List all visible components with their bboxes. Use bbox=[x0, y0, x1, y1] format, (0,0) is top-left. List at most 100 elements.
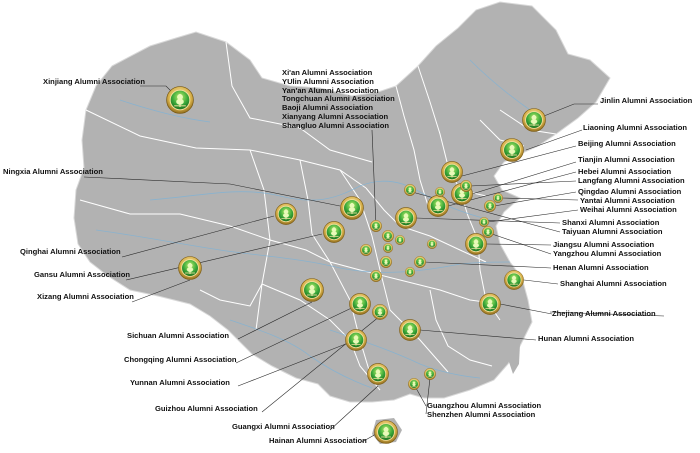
badge-s6-icon bbox=[383, 243, 393, 253]
badge-qinghai-icon bbox=[275, 203, 297, 225]
leader-jiangsu bbox=[485, 243, 552, 246]
badge-s5-icon bbox=[370, 270, 382, 282]
badge-sichuan-icon bbox=[300, 278, 324, 302]
badge-shanxi-icon bbox=[395, 207, 417, 229]
leader-hainan bbox=[361, 433, 377, 443]
badge-hunan-icon bbox=[399, 319, 421, 341]
label-shangluo: Shangluo Alumni Association bbox=[282, 120, 390, 130]
label-yangzhou: Yangzhou Alumni Association bbox=[553, 249, 662, 258]
label-henan: Henan Alumni Association bbox=[553, 263, 649, 272]
badge-s3-icon bbox=[360, 244, 372, 256]
badge-s8-icon bbox=[427, 239, 437, 249]
leader-gansu bbox=[125, 233, 323, 281]
leader-henan bbox=[423, 261, 552, 269]
leader-xizang bbox=[131, 279, 191, 303]
badge-jinlin-icon bbox=[522, 108, 546, 132]
label-jinlin: Jinlin Alumni Association bbox=[600, 96, 693, 105]
label-langfang: Langfang Alumni Association bbox=[578, 176, 685, 185]
label-guangxi: Guangxi Alumni Association bbox=[232, 422, 335, 431]
badge-chongqing-icon bbox=[349, 293, 371, 315]
badge-yangzhou-icon bbox=[482, 226, 494, 238]
leader-beijing bbox=[461, 145, 577, 177]
leader-jinlin bbox=[533, 103, 598, 121]
badge-taiyuan-icon bbox=[404, 184, 416, 196]
badge-guangzhou-icon bbox=[408, 378, 420, 390]
label-tongchuan: Tongchuan Alumni Association bbox=[282, 94, 395, 104]
leader-weihai bbox=[487, 209, 579, 223]
badge-gansu-icon bbox=[323, 221, 345, 243]
badge-yunnan-icon bbox=[345, 329, 367, 351]
badge-guizhou-icon bbox=[372, 304, 388, 320]
label-xianyang: Xianyang Alumni Association bbox=[282, 111, 389, 121]
label-yulin: YUlin Alumni Association bbox=[282, 76, 374, 86]
label-ningxia: Ningxia Alumni Association bbox=[3, 167, 103, 176]
badge-shanghai-icon bbox=[504, 270, 524, 290]
leader-yantai bbox=[501, 197, 579, 201]
leader-qinghai bbox=[121, 215, 275, 258]
taiwan-island bbox=[509, 336, 520, 374]
badge-xinjiang-icon bbox=[166, 86, 194, 114]
badge-shenzhen-icon bbox=[424, 368, 436, 380]
label-shaanxi-group: Xi'an Alumni Association YUlin Alumni As… bbox=[282, 68, 395, 131]
badge-hainan-icon bbox=[374, 420, 398, 444]
label-shanghai: Shanghai Alumni Association bbox=[560, 279, 667, 288]
badge-weihai-icon bbox=[479, 217, 489, 227]
label-liaoning: Liaoning Alumni Association bbox=[583, 123, 688, 132]
badge-s1-icon bbox=[370, 220, 382, 232]
badge-s2-icon bbox=[382, 230, 394, 242]
label-beijing: Beijing Alumni Association bbox=[578, 139, 676, 148]
badge-guangxi-icon bbox=[367, 363, 389, 385]
label-weihai: Weihai Alumni Association bbox=[580, 205, 677, 214]
badge-qingdao-icon bbox=[484, 200, 496, 212]
badge-yantai-icon bbox=[493, 193, 503, 203]
badge-liaoning-icon bbox=[500, 138, 524, 162]
badge-beijing-icon bbox=[441, 161, 463, 183]
label-xinjiang: Xinjiang Alumni Association bbox=[43, 77, 145, 86]
badge-zhejiang-icon bbox=[479, 293, 501, 315]
label-zhejiang: Zhejiang Alumni Association bbox=[552, 309, 656, 318]
leader-yunnan bbox=[237, 339, 357, 387]
leader-hunan bbox=[419, 329, 537, 341]
label-xian: Xi'an Alumni Association bbox=[282, 68, 373, 77]
leader-ningxia bbox=[83, 176, 341, 207]
label-guangzhou: Guangzhou Alumni Association bbox=[427, 401, 542, 410]
leader-chongqing bbox=[235, 303, 361, 364]
label-chongqing: Chongqing Alumni Association bbox=[124, 355, 237, 364]
label-gansu: Gansu Alumni Association bbox=[34, 270, 131, 279]
label-hunan: Hunan Alumni Association bbox=[538, 334, 635, 343]
label-sichuan: Sichuan Alumni Association bbox=[127, 331, 229, 340]
leader-tianjin bbox=[471, 161, 577, 195]
badge-s9-icon bbox=[435, 187, 445, 197]
label-baoji: Baoji Alumni Association bbox=[282, 103, 373, 113]
leader-yangzhou bbox=[491, 233, 552, 255]
label-yanan: Yan'an Alumni Association bbox=[282, 85, 379, 95]
label-yunnan: Yunnan Alumni Association bbox=[130, 378, 230, 387]
leader-shenzhen bbox=[425, 377, 431, 415]
badge-s4-icon bbox=[380, 256, 392, 268]
badge-langfang-icon bbox=[460, 180, 472, 192]
leader-sichuan bbox=[237, 301, 313, 340]
label-qinghai: Qinghai Alumni Association bbox=[20, 247, 121, 256]
badge-ningxia-icon bbox=[340, 196, 364, 220]
leader-shaanxi bbox=[371, 129, 377, 227]
label-tianjin: Tianjin Alumni Association bbox=[578, 155, 675, 164]
label-hebei: Hebei Alumni Association bbox=[578, 167, 672, 176]
label-jiangsu: Jiangsu Alumni Association bbox=[553, 240, 655, 249]
badge-jiangsu-icon bbox=[465, 233, 487, 255]
leader-zhejiang bbox=[549, 311, 665, 317]
leader-langfang bbox=[469, 180, 577, 187]
badge-s7-icon bbox=[395, 235, 405, 245]
leader-zhejiang2 bbox=[499, 303, 553, 315]
leader-shanghai bbox=[523, 279, 559, 285]
label-xizang: Xizang Alumni Association bbox=[37, 292, 134, 301]
badge-henan-icon bbox=[414, 256, 426, 268]
label-hainan: Hainan Alumni Association bbox=[269, 436, 367, 445]
label-yantai: Yantai Alumni Association bbox=[580, 196, 675, 205]
badge-xizang-icon bbox=[178, 256, 202, 280]
label-qingdao: Qingdao Alumni Association bbox=[578, 187, 682, 196]
label-taiyuan: Taiyuan Alumni Association bbox=[562, 227, 663, 236]
badge-hebei-icon bbox=[427, 195, 449, 217]
badge-s10-icon bbox=[405, 267, 415, 277]
